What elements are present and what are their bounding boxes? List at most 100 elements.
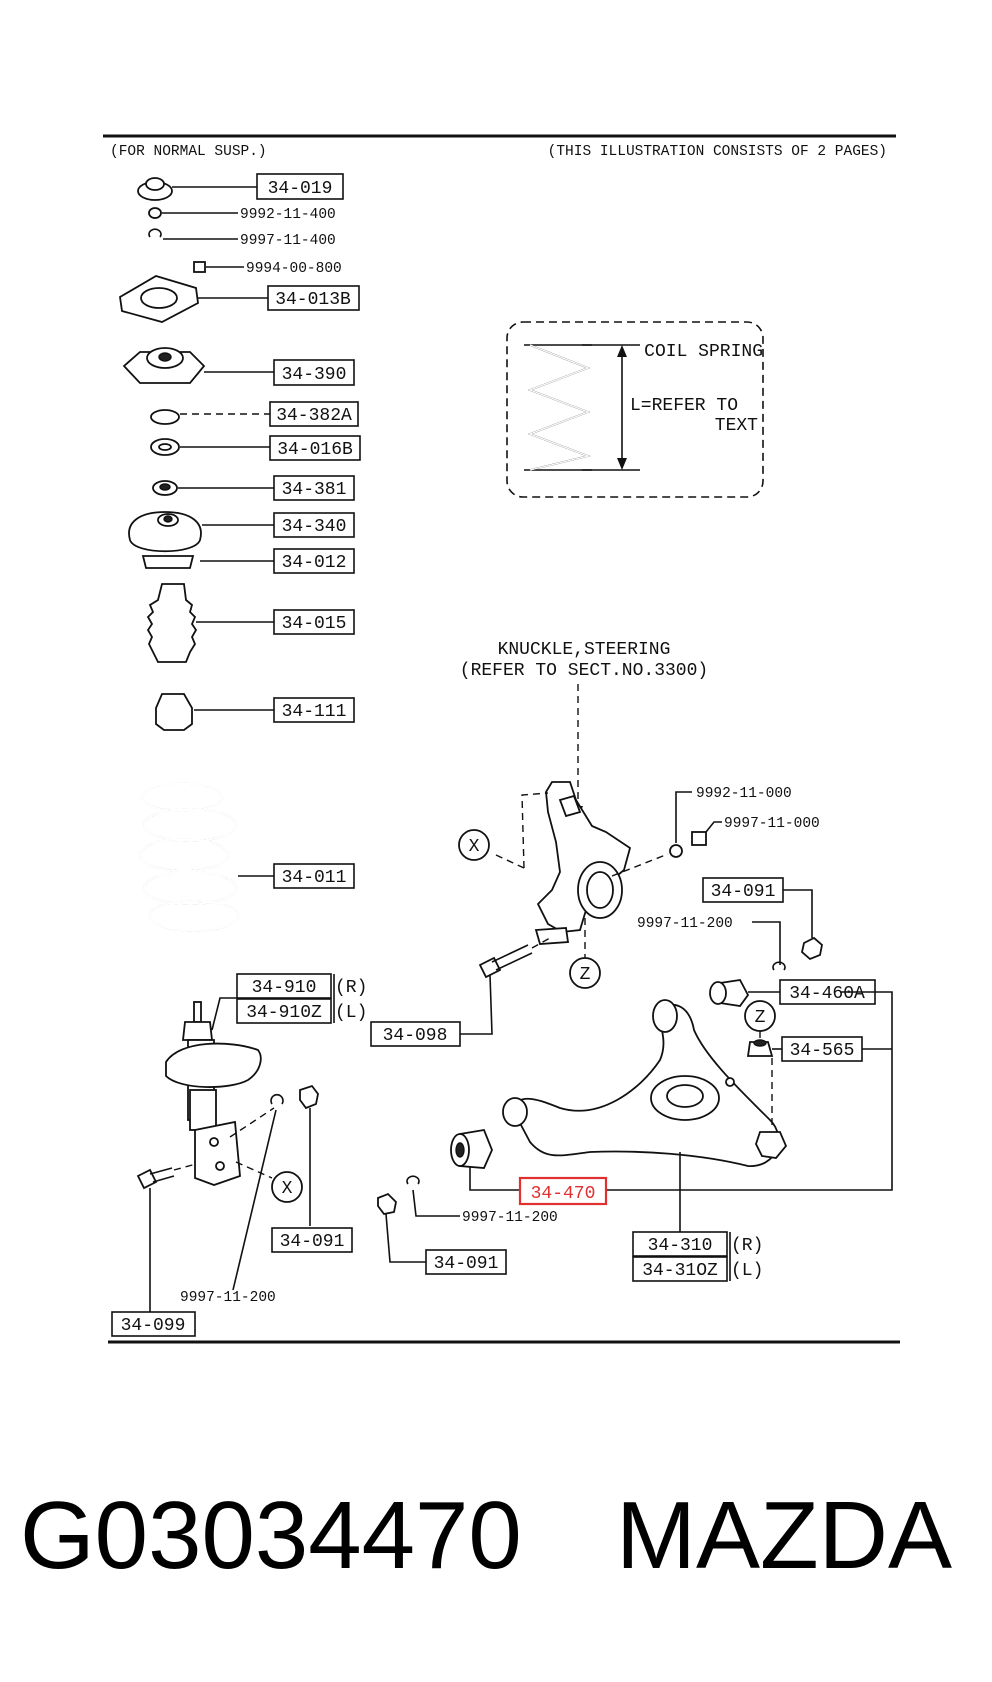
label-34-111: 34-111 <box>282 702 347 722</box>
coil-spring-part <box>139 782 274 932</box>
nut-part <box>193 261 244 273</box>
label-9992-11-000: 9992-11-000 <box>696 786 792 802</box>
upper-mount-part <box>122 347 274 384</box>
label-34-013b: 34-013B <box>275 290 351 310</box>
label-34-091-c: 34-091 <box>434 1254 499 1274</box>
label-34-340: 34-340 <box>282 517 347 537</box>
header-right-note: (THIS ILLUSTRATION CONSISTS OF 2 PAGES) <box>548 144 887 160</box>
label-9994-00-800: 9994-00-800 <box>246 261 342 277</box>
label-34-098: 34-098 <box>383 1026 448 1046</box>
knuckle-nut-part <box>611 791 722 877</box>
label-box-34-091-c <box>425 1249 507 1275</box>
label-34-381: 34-381 <box>282 480 347 500</box>
label-box-34-382a <box>269 401 359 427</box>
bearing-part <box>150 438 270 456</box>
label-side-l-310: (L) <box>731 1261 763 1281</box>
label-box-34-019 <box>256 173 344 200</box>
label-box-34-091-b <box>271 1227 353 1253</box>
mount-plate-part <box>119 275 268 323</box>
knuckle-label-line2: (REFER TO SECT.NO.3300) <box>460 661 708 681</box>
marker-x-lower-text: X <box>282 1179 293 1199</box>
label-34-565: 34-565 <box>790 1041 855 1061</box>
bolt-part <box>460 937 551 1035</box>
washer-part <box>406 1175 460 1217</box>
label-box-34-099 <box>111 1311 196 1337</box>
nut-part <box>783 889 823 961</box>
ball-joint-boot-part <box>746 1039 782 1057</box>
label-9992-11-400: 9992-11-400 <box>240 207 336 223</box>
nut-part <box>148 207 238 219</box>
marker-x-upper-text: X <box>469 837 480 857</box>
cap-part <box>137 177 257 201</box>
marker-z-arm-text: Z <box>755 1008 766 1028</box>
marker-x-upper <box>458 829 490 861</box>
coil-spring-inset <box>506 321 764 498</box>
label-34-016b: 34-016B <box>277 440 353 460</box>
label-box-34-910z <box>236 998 332 1024</box>
label-34-310z: 34-31OZ <box>642 1261 718 1281</box>
label-9997-11-200-c: 9997-11-200 <box>180 1290 276 1306</box>
label-34-099: 34-099 <box>121 1316 186 1336</box>
inset-title: COIL SPRING <box>644 342 763 362</box>
label-9997-11-000: 9997-11-000 <box>724 816 820 832</box>
washer-part <box>752 921 786 971</box>
label-9997-11-200-a: 9997-11-200 <box>637 916 733 932</box>
inset-note-line1: L=REFER TO <box>630 396 738 416</box>
label-box-34-470-highlighted <box>518 1176 608 1206</box>
nut-part <box>377 1192 426 1263</box>
label-9997-11-200-b: 9997-11-200 <box>462 1210 558 1226</box>
label-box-34-016b <box>269 435 361 461</box>
label-side-r-310: (R) <box>731 1236 763 1256</box>
label-34-019: 34-019 <box>268 179 333 199</box>
lower-control-arm-part <box>502 999 788 1167</box>
label-box-34-012 <box>273 548 355 574</box>
marker-z-knuckle-text: Z <box>580 965 591 985</box>
bump-stop-part <box>155 693 274 731</box>
label-34-390: 34-390 <box>282 365 347 385</box>
part-number-heading: G03034470 <box>20 1482 522 1589</box>
label-34-460a: 34-460A <box>789 984 865 1004</box>
label-34-015: 34-015 <box>282 614 347 634</box>
spring-seat-part <box>152 480 274 496</box>
marker-x-lower <box>271 1171 303 1203</box>
label-box-34-390 <box>273 359 355 386</box>
spring-seat-upper-part <box>128 511 274 569</box>
label-box-34-565 <box>781 1036 863 1062</box>
inset-note-line2: TEXT <box>715 416 758 436</box>
steering-knuckle-part <box>534 781 632 945</box>
bolt-part <box>136 1163 197 1312</box>
label-34-091-a: 34-091 <box>711 882 776 902</box>
label-34-011: 34-011 <box>282 868 347 888</box>
marker-z-knuckle <box>569 957 601 989</box>
label-9997-11-400: 9997-11-400 <box>240 233 336 249</box>
label-34-382a: 34-382A <box>276 406 352 426</box>
strut-assembly-part <box>165 997 262 1186</box>
label-34-910z: 34-910Z <box>246 1003 322 1023</box>
label-box-34-381 <box>273 475 355 501</box>
label-box-34-910 <box>236 973 332 999</box>
nut-part <box>299 1084 319 1226</box>
brand-heading: MAZDA <box>616 1482 952 1589</box>
label-box-34-011 <box>273 863 355 889</box>
label-box-34-015 <box>273 609 355 635</box>
dust-boot-part <box>146 583 274 663</box>
label-side-l-910: (L) <box>335 1003 367 1023</box>
washer-part <box>232 1093 284 1291</box>
header-left-note: (FOR NORMAL SUSP.) <box>110 144 267 160</box>
thrust-washer-part <box>150 409 270 425</box>
label-34-310: 34-310 <box>648 1236 713 1256</box>
label-34-091-b: 34-091 <box>280 1232 345 1252</box>
label-34-910: 34-910 <box>252 978 317 998</box>
label-box-34-310 <box>632 1231 728 1257</box>
front-bushing-part <box>450 1128 520 1191</box>
bushing-part <box>709 979 780 1007</box>
label-box-34-111 <box>273 697 355 723</box>
label-34-012: 34-012 <box>282 553 347 573</box>
label-box-34-098 <box>370 1021 461 1047</box>
label-34-470: 34-470 <box>531 1184 596 1204</box>
label-box-34-013b <box>267 285 360 311</box>
knuckle-label-line1: KNUCKLE,STEERING <box>498 640 671 660</box>
label-box-34-340 <box>273 512 355 538</box>
washer-part <box>148 228 238 240</box>
